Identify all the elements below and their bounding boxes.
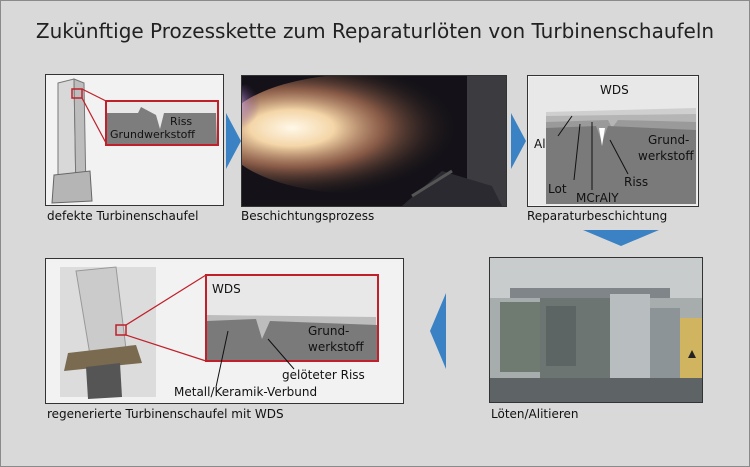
caption-regenerated-blade: regenerierte Turbinenschaufel mit WDS xyxy=(47,407,284,421)
coating-photo xyxy=(242,76,506,206)
arrow-down xyxy=(583,230,659,246)
figure-title: Zukünftige Prozesskette zum Reparaturlöt… xyxy=(35,19,715,43)
crack-label: Riss xyxy=(624,175,648,189)
braze-label: Lot xyxy=(548,182,567,196)
base-material-label-1: Grund- xyxy=(648,133,689,147)
defective-blade-illustration xyxy=(51,78,219,204)
base-material-label-2: werkstoff xyxy=(308,340,364,354)
brazing-furnace-photo xyxy=(490,258,702,402)
panel-repair-coating: WDS Al Lot MCrAlY Riss Grund- werkstoff xyxy=(527,75,699,207)
repair-coating-schematic xyxy=(529,77,697,205)
tbc-label: WDS xyxy=(212,282,241,296)
panel-coating-process xyxy=(241,75,507,207)
regenerated-blade-labels: WDS Grund- werkstoff gelöteter Riss Meta… xyxy=(174,282,365,399)
caption-brazing: Löten/Alitieren xyxy=(491,407,579,421)
arrow-right-1 xyxy=(226,113,241,169)
caption-defective-blade: defekte Turbinenschaufel xyxy=(47,209,199,223)
base-material-label-1: Grund- xyxy=(308,324,349,338)
caption-coating-process: Beschichtungsprozess xyxy=(241,209,375,223)
aluminum-label: Al xyxy=(534,137,546,151)
bond-label: Metall/Keramik-Verbund xyxy=(174,385,317,399)
base-material-label-2: werkstoff xyxy=(638,149,694,163)
regenerated-blade-illustration xyxy=(60,266,379,399)
tbc-label: WDS xyxy=(600,83,629,97)
panel-brazing xyxy=(489,257,703,403)
crack-label: Riss xyxy=(170,115,192,128)
arrow-right-2 xyxy=(511,113,526,169)
panel-defective-blade: Riss Grundwerkstoff xyxy=(45,74,224,206)
arrow-left xyxy=(430,293,446,369)
brazed-crack-label: gelöteter Riss xyxy=(282,368,365,382)
base-material-label: Grundwerkstoff xyxy=(110,128,195,141)
mcraly-label: MCrAlY xyxy=(576,191,619,205)
caption-repair-coating: Reparaturbeschichtung xyxy=(527,209,668,223)
defective-blade-labels: Riss Grundwerkstoff xyxy=(110,115,195,141)
repair-coating-labels: WDS Al Lot MCrAlY Riss Grund- werkstoff xyxy=(534,83,694,205)
panel-regenerated-blade: WDS Grund- werkstoff gelöteter Riss Meta… xyxy=(45,258,404,404)
